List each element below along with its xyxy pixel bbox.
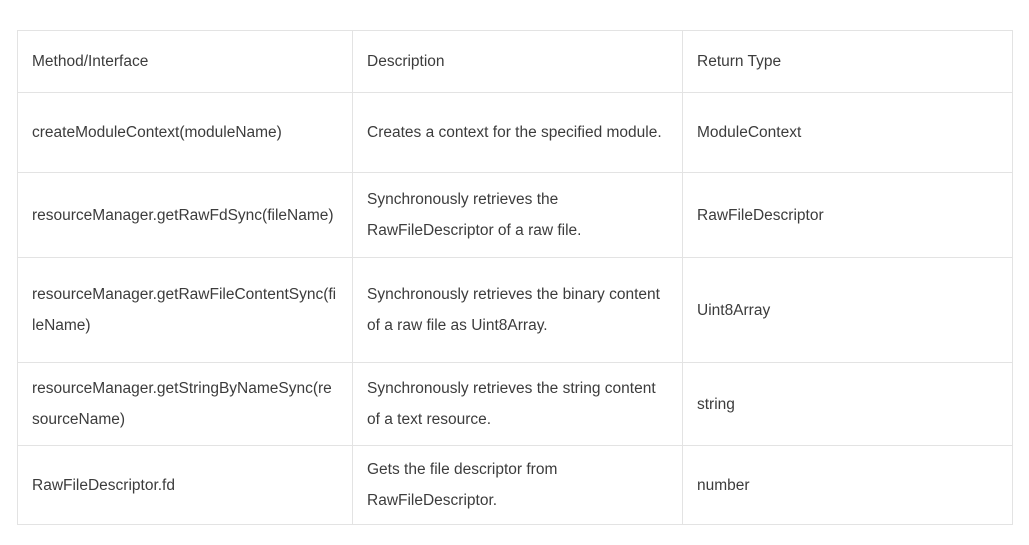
cell-description: Synchronously retrieves the string conte… [352, 362, 683, 446]
cell-method: createModuleContext(moduleName) [17, 92, 353, 173]
table-body: createModuleContext(moduleName) Creates … [17, 92, 1013, 525]
cell-return-type: ModuleContext [682, 92, 1013, 173]
table-row: resourceManager.getRawFdSync(fileName) S… [17, 172, 1013, 258]
cell-return-type: string [682, 362, 1013, 446]
cell-return-type: Uint8Array [682, 257, 1013, 363]
cell-description: Synchronously retrieves the RawFileDescr… [352, 172, 683, 258]
cell-description: Synchronously retrieves the binary conte… [352, 257, 683, 363]
cell-method: resourceManager.getRawFdSync(fileName) [17, 172, 353, 258]
column-header-method: Method/Interface [17, 30, 353, 93]
table-row: createModuleContext(moduleName) Creates … [17, 92, 1013, 173]
table-row: resourceManager.getRawFileContentSync(fi… [17, 257, 1013, 363]
table-header: Method/Interface Description Return Type [17, 30, 1013, 93]
table-row: resourceManager.getStringByNameSync(reso… [17, 362, 1013, 446]
api-reference-table: Method/Interface Description Return Type… [17, 30, 1013, 525]
cell-method: RawFileDescriptor.fd [17, 445, 353, 525]
table-header-row: Method/Interface Description Return Type [17, 30, 1013, 93]
column-header-return-type: Return Type [682, 30, 1013, 93]
cell-description: Creates a context for the specified modu… [352, 92, 683, 173]
cell-return-type: number [682, 445, 1013, 525]
column-header-description: Description [352, 30, 683, 93]
cell-return-type: RawFileDescriptor [682, 172, 1013, 258]
table-row: RawFileDescriptor.fd Gets the file descr… [17, 445, 1013, 525]
cell-method: resourceManager.getRawFileContentSync(fi… [17, 257, 353, 363]
cell-description: Gets the file descriptor from RawFileDes… [352, 445, 683, 525]
cell-method: resourceManager.getStringByNameSync(reso… [17, 362, 353, 446]
